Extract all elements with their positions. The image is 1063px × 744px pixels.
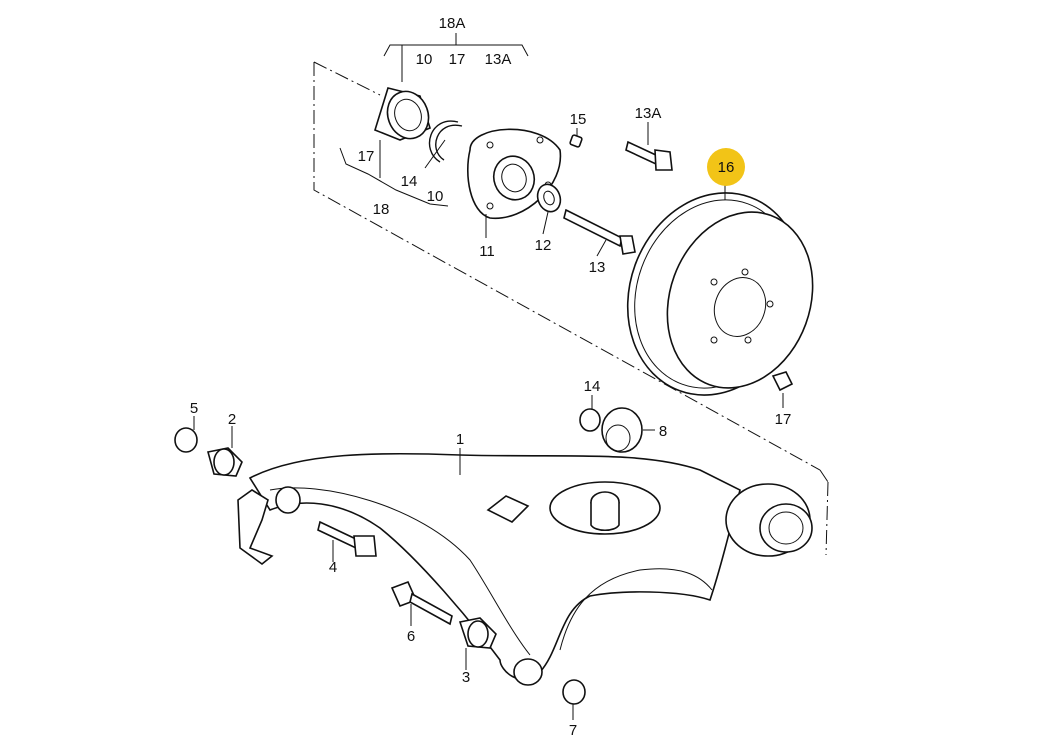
- nut-5: [174, 427, 198, 453]
- brake-drum: [626, 192, 814, 396]
- group-bracket-18: [339, 140, 449, 207]
- bush-2: [207, 447, 243, 477]
- hub-bolt: [563, 208, 636, 255]
- wheel-bearing: [374, 87, 431, 141]
- collar-nut: [536, 183, 562, 213]
- callout-13a-right: 13A: [635, 105, 662, 122]
- callout-4: 4: [329, 559, 337, 576]
- callout-10-top: 10: [416, 51, 433, 68]
- callout-3: 3: [462, 669, 470, 686]
- group-bracket-18a: [383, 33, 529, 82]
- nut-7: [562, 679, 586, 705]
- assembly-boundary: [313, 61, 829, 556]
- bush-3: [458, 617, 497, 649]
- bolt-13a: [625, 140, 673, 171]
- callout-13a-top: 13A: [485, 51, 512, 68]
- callout-13: 13: [589, 259, 606, 276]
- bolt-6: [390, 580, 453, 626]
- callout-14-left: 14: [401, 173, 418, 190]
- callout-17-right: 17: [775, 411, 792, 428]
- circlip: [428, 120, 463, 163]
- drum-screw: [771, 371, 794, 392]
- callout-labels: 18A 10 17 13A 17 14 10 18 11 12 13 15 13…: [190, 15, 792, 739]
- callout-11: 11: [479, 243, 495, 260]
- callout-6: 6: [407, 628, 415, 645]
- callout-16: 16: [718, 159, 735, 176]
- callout-18a: 18A: [439, 15, 466, 32]
- callout-15: 15: [570, 111, 587, 128]
- leader-lines: [193, 122, 784, 720]
- callout-14-lower: 14: [584, 378, 601, 395]
- axle-beam: [237, 452, 813, 686]
- highlight-marker: [707, 148, 745, 186]
- dowel-pin: [569, 134, 583, 148]
- callout-2: 2: [228, 411, 236, 428]
- callout-5: 5: [190, 400, 198, 417]
- callout-7: 7: [569, 722, 577, 739]
- callout-10-left: 10: [427, 188, 444, 205]
- callout-12: 12: [535, 237, 552, 254]
- callout-18: 18: [373, 201, 390, 218]
- callout-1: 1: [456, 431, 464, 448]
- callout-8: 8: [659, 423, 667, 440]
- nut-14: [579, 408, 601, 432]
- bolt-4: [317, 520, 377, 557]
- rubber-mount: [601, 407, 643, 453]
- callout-17-left: 17: [358, 148, 375, 165]
- callout-17-top: 17: [449, 51, 466, 68]
